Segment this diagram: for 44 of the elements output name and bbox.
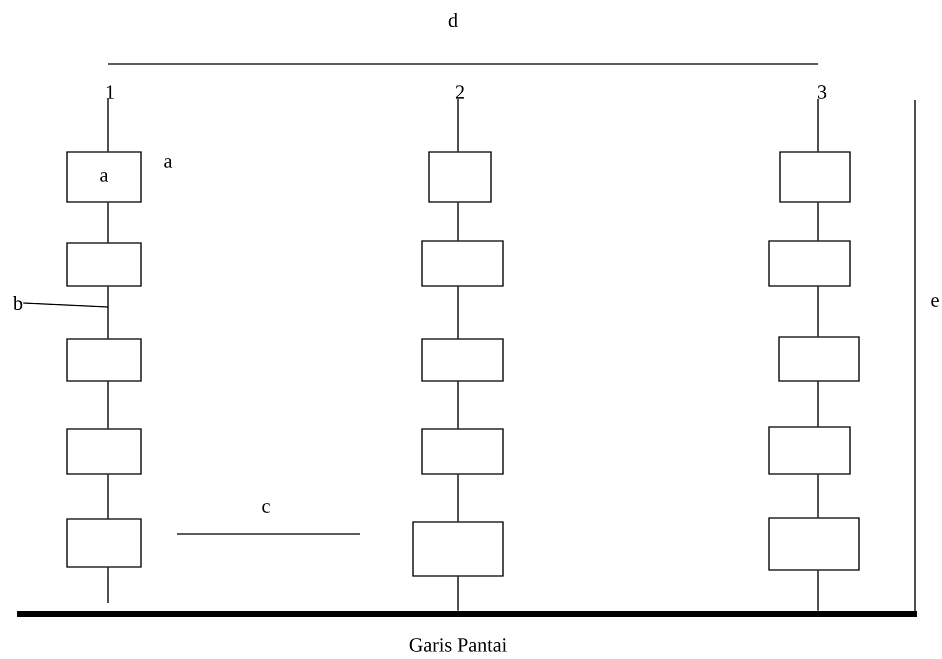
transect-line	[457, 576, 459, 611]
plot-box	[768, 426, 851, 475]
plot-box	[779, 151, 851, 203]
transect-number: 1	[106, 85, 114, 99]
plot-box	[421, 240, 504, 287]
transect-line	[457, 286, 459, 338]
plot-box	[768, 240, 851, 287]
plot-box	[66, 242, 142, 287]
coastline-label: Garis Pantai	[410, 638, 507, 652]
transect-line	[107, 202, 109, 242]
transect-line	[817, 474, 819, 518]
transect-line	[817, 202, 819, 240]
transect-line	[817, 98, 819, 152]
dimension-label: e	[931, 297, 939, 307]
transect-line	[817, 286, 819, 336]
transect-number: 3	[818, 85, 826, 99]
plot-box	[66, 338, 142, 382]
transect-line	[817, 570, 819, 611]
transect-number: 2	[456, 85, 464, 99]
transect-line	[107, 382, 109, 428]
transect-line	[457, 202, 459, 240]
part-label: a	[164, 158, 172, 168]
transect-line	[457, 98, 459, 152]
plot-box	[412, 521, 504, 577]
plot-box	[66, 428, 142, 475]
dimension-label: c	[262, 503, 270, 513]
plot-box	[66, 518, 142, 568]
transect-line	[107, 568, 109, 603]
plot-box	[421, 338, 504, 382]
transect-line	[457, 474, 459, 522]
transect-line	[817, 382, 819, 426]
plot-box	[768, 517, 860, 571]
transect-line	[457, 382, 459, 428]
part-label: b	[13, 296, 22, 310]
plot-box	[428, 151, 492, 203]
transect-line	[107, 474, 109, 518]
transect-line	[107, 98, 109, 152]
leader-line	[23, 302, 108, 308]
dimension-label: d	[448, 12, 458, 28]
transect-line	[107, 286, 109, 338]
plot-box	[778, 336, 860, 382]
plot-box	[421, 428, 504, 475]
plot-box: a	[66, 151, 142, 203]
coastline	[17, 611, 917, 617]
